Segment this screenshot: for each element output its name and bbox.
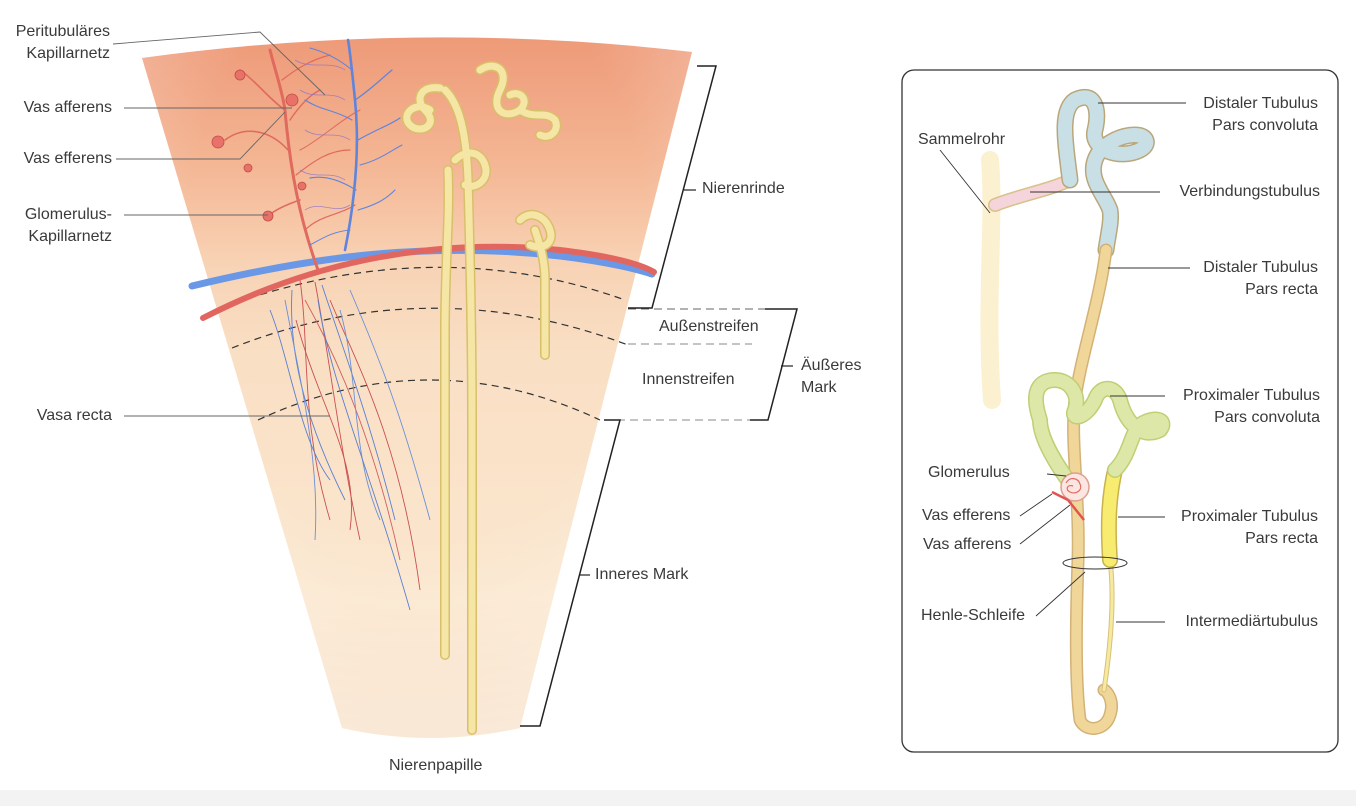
label-distal-recta-line2: Pars recta	[1245, 281, 1318, 298]
bracket-inner-medulla	[520, 419, 621, 727]
glomerulus-capsule	[1060, 472, 1090, 502]
cone-nephrons	[401, 61, 562, 735]
arcuate-artery	[200, 243, 657, 321]
label-distal-convoluta-line2: Pars convoluta	[1212, 117, 1318, 134]
label-glomerulus-kapillarnetz: Glomerulus- Kapillarnetz	[0, 204, 112, 248]
bracket-outer-medulla	[750, 308, 798, 421]
label-verbindungstubulus: Verbindungstubulus	[1179, 183, 1320, 200]
label-proximal-recta-line1: Proximaler Tubulus	[1181, 508, 1318, 525]
label-aeusseres-mark-line1: Äußeres	[801, 357, 862, 374]
label-glomerulus-line1: Glomerulus-	[24, 206, 112, 223]
label-proximal-convoluta-line1: Proximaler Tubulus	[1183, 387, 1320, 404]
label-aussenstreifen: Außenstreifen	[659, 318, 759, 335]
label-peritubular: Peritubuläres Kapillarnetz	[0, 21, 110, 65]
cross-section-ring	[1062, 556, 1128, 570]
label-nierenpapille: Nierenpapille	[389, 757, 483, 774]
collecting-duct	[980, 151, 1001, 409]
label-vas-afferens: Vas afferens	[23, 99, 112, 116]
label-proximal-convoluta-line2: Pars convoluta	[1214, 409, 1320, 426]
label-peritubular-line1: Peritubuläres	[15, 23, 110, 40]
boundary-outer-stripe	[231, 307, 629, 349]
label-vas-afferens-panel: Vas afferens	[923, 536, 1012, 553]
label-peritubular-line2: Kapillarnetz	[26, 45, 110, 62]
label-proximal-convoluta: Proximaler Tubulus Pars convoluta	[1150, 385, 1320, 429]
label-distal-convoluta: Distaler Tubulus Pars convoluta	[1150, 93, 1318, 137]
label-vas-efferens-panel: Vas efferens	[922, 507, 1011, 524]
boundary-cortex	[214, 266, 626, 311]
label-sammelrohr: Sammelrohr	[918, 131, 1006, 148]
arcuate-vein	[188, 246, 656, 290]
label-vasa-recta: Vasa recta	[36, 407, 112, 424]
label-innenstreifen: Innenstreifen	[642, 371, 735, 388]
label-distal-recta: Distaler Tubulus Pars recta	[1150, 257, 1318, 301]
bracket-cortex	[628, 65, 717, 309]
boundary-inner-stripe	[257, 379, 601, 421]
right-leaders	[939, 102, 1190, 623]
venous-tree	[304, 38, 403, 252]
label-aeusseres-mark-line2: Mark	[801, 379, 837, 396]
left-leaders	[112, 31, 330, 417]
vas-efferens-vessel	[1051, 490, 1069, 502]
vasa-recta	[269, 279, 431, 611]
vas-afferens-vessel	[1067, 499, 1085, 521]
footer-band	[0, 790, 1356, 806]
label-proximal-recta: Proximaler Tubulus Pars recta	[1150, 506, 1318, 550]
label-glomerulus: Glomerulus	[928, 464, 1010, 481]
label-nierenrinde: Nierenrinde	[702, 180, 785, 197]
label-henle-schleife: Henle-Schleife	[921, 607, 1026, 624]
label-inneres-mark: Inneres Mark	[595, 566, 689, 583]
label-distal-recta-line1: Distaler Tubulus	[1203, 259, 1318, 276]
label-glomerulus-line2: Kapillarnetz	[28, 228, 112, 245]
peritubular-network	[294, 59, 351, 211]
label-distal-convoluta-line1: Distaler Tubulus	[1203, 95, 1318, 112]
label-vas-efferens: Vas efferens	[23, 150, 112, 167]
label-aeusseres-mark: Äußeres Mark	[801, 355, 861, 399]
label-intermediaertubulus: Intermediärtubulus	[1185, 613, 1318, 630]
label-proximal-recta-line2: Pars recta	[1245, 530, 1318, 547]
glomerulus-tuft	[1065, 478, 1082, 494]
glomeruli	[211, 69, 307, 222]
